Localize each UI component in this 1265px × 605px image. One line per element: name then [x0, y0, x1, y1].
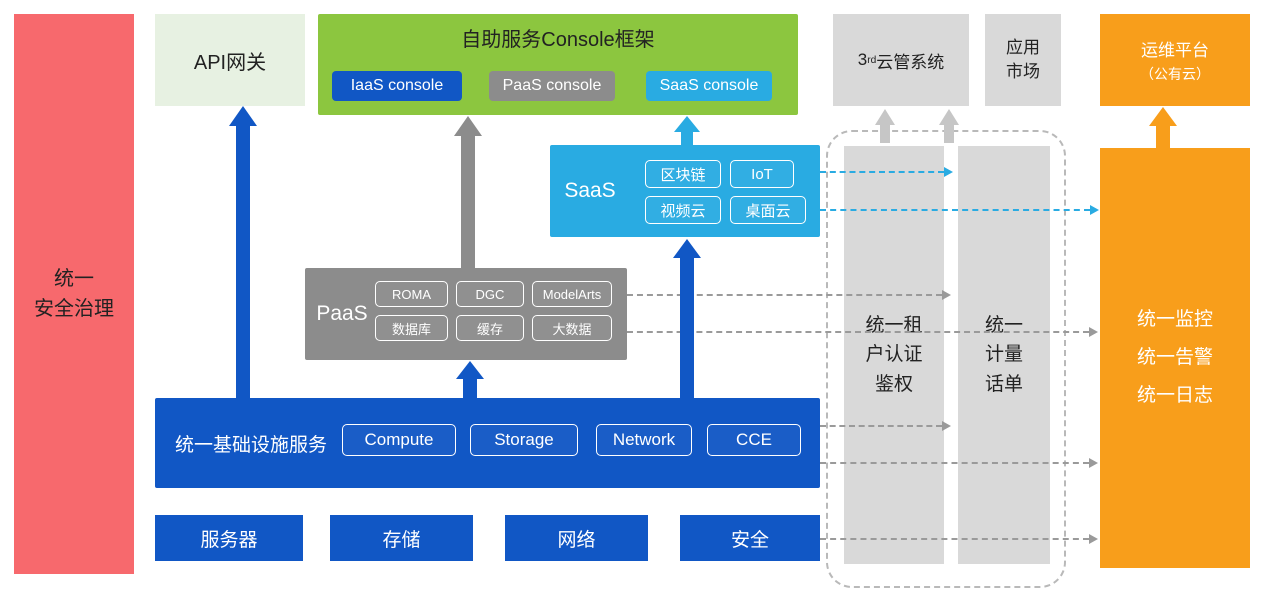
ops-platform-line2: （公有云）: [1140, 66, 1210, 82]
arrow-infra-to-saas-body: [680, 256, 694, 398]
infra-item-storage: Storage: [470, 424, 578, 456]
connector-infra-to-monitoring-tip: [1089, 458, 1098, 468]
monitoring-pipe: 统一监控 统一告警 统一日志: [1100, 148, 1250, 568]
connector-paas-to-monitoring-tip: [1089, 327, 1098, 337]
hw-server-box: 服务器: [155, 515, 303, 561]
arrow-paas-to-console-head: [454, 116, 482, 136]
paas-item-bigdata: 大数据: [532, 315, 612, 341]
arrow-pipes-to-third-cloud-1-body: [880, 123, 890, 143]
infra-box: [155, 398, 820, 488]
connector-saas-to-metering: [820, 171, 944, 173]
connector-saas-to-monitoring-tip: [1090, 205, 1099, 215]
arrow-monitoring-to-ops-head: [1149, 107, 1177, 126]
infra-item-network: Network: [596, 424, 692, 456]
paas-item-dgc: DGC: [456, 281, 524, 307]
arrow-pipes-to-third-cloud-2-head: [939, 109, 959, 125]
connector-infra-to-metering-tip: [942, 421, 951, 431]
saas-item-blockchain: 区块链: [645, 160, 721, 188]
api-gateway-box: API网关: [155, 14, 305, 106]
app-market-box: 应用 市场: [985, 14, 1061, 106]
connector-infra-to-metering: [820, 425, 942, 427]
third-cloud-prefix: 3: [857, 50, 868, 69]
arrow-infra-to-api-gateway-body: [236, 124, 250, 398]
paas-label: PaaS: [316, 302, 368, 325]
auth-pipe: 统一租 户认证 鉴权: [844, 146, 944, 564]
hw-security-box: 安全: [680, 515, 820, 561]
arrow-monitoring-to-ops-body: [1156, 124, 1170, 148]
paas-console-chip: PaaS console: [489, 71, 615, 101]
arrow-pipes-to-third-cloud-1-head: [875, 109, 895, 125]
connector-paas-to-monitoring: [627, 331, 1089, 333]
connector-paas-to-metering-tip: [942, 290, 951, 300]
connector-paas-to-metering: [627, 294, 942, 296]
arrow-paas-to-console-body: [461, 134, 475, 268]
connector-hardware-to-monitoring-tip: [1089, 534, 1098, 544]
console-frame-title: 自助服务Console框架: [461, 29, 655, 51]
third-cloud-suffix: 云管系统: [876, 52, 945, 72]
arrow-saas-to-console-body: [681, 130, 693, 145]
hw-storage-box: 存储: [330, 515, 473, 561]
metering-pipe: 统一 计量 话单: [958, 146, 1050, 564]
hw-network-box: 网络: [505, 515, 648, 561]
paas-item-roma: ROMA: [375, 281, 448, 307]
arrow-infra-to-paas-body: [463, 377, 477, 398]
connector-saas-to-metering-tip: [944, 167, 953, 177]
paas-item-database: 数据库: [375, 315, 448, 341]
saas-item-desktop-cloud: 桌面云: [730, 196, 806, 224]
saas-item-video-cloud: 视频云: [645, 196, 721, 224]
ops-platform-box: 运维平台 （公有云）: [1100, 14, 1250, 106]
security-governance-bar: 统一 安全治理: [14, 14, 134, 574]
connector-hardware-to-monitoring: [820, 538, 1089, 540]
saas-item-iot: IoT: [730, 160, 794, 188]
saas-console-chip: SaaS console: [646, 71, 772, 101]
connector-saas-to-monitoring: [820, 209, 1090, 211]
ops-platform-line1: 运维平台: [1141, 41, 1209, 60]
arrow-saas-to-console-head: [674, 116, 700, 132]
iaas-console-chip: IaaS console: [332, 71, 462, 101]
arrow-infra-to-api-gateway-head: [229, 106, 257, 126]
infra-label: 统一基础设施服务: [174, 434, 327, 456]
paas-item-cache: 缓存: [456, 315, 524, 341]
arrow-pipes-to-third-cloud-2-body: [944, 123, 954, 143]
connector-infra-to-monitoring: [820, 462, 1089, 464]
third-cloud-sup: rd: [867, 54, 877, 66]
infra-item-compute: Compute: [342, 424, 456, 456]
arrow-infra-to-paas-head: [456, 361, 484, 379]
saas-label: SaaS: [564, 179, 616, 202]
paas-box: [305, 268, 627, 360]
arrow-infra-to-saas-head: [673, 239, 701, 258]
paas-item-modelarts: ModelArts: [532, 281, 612, 307]
infra-item-cce: CCE: [707, 424, 801, 456]
